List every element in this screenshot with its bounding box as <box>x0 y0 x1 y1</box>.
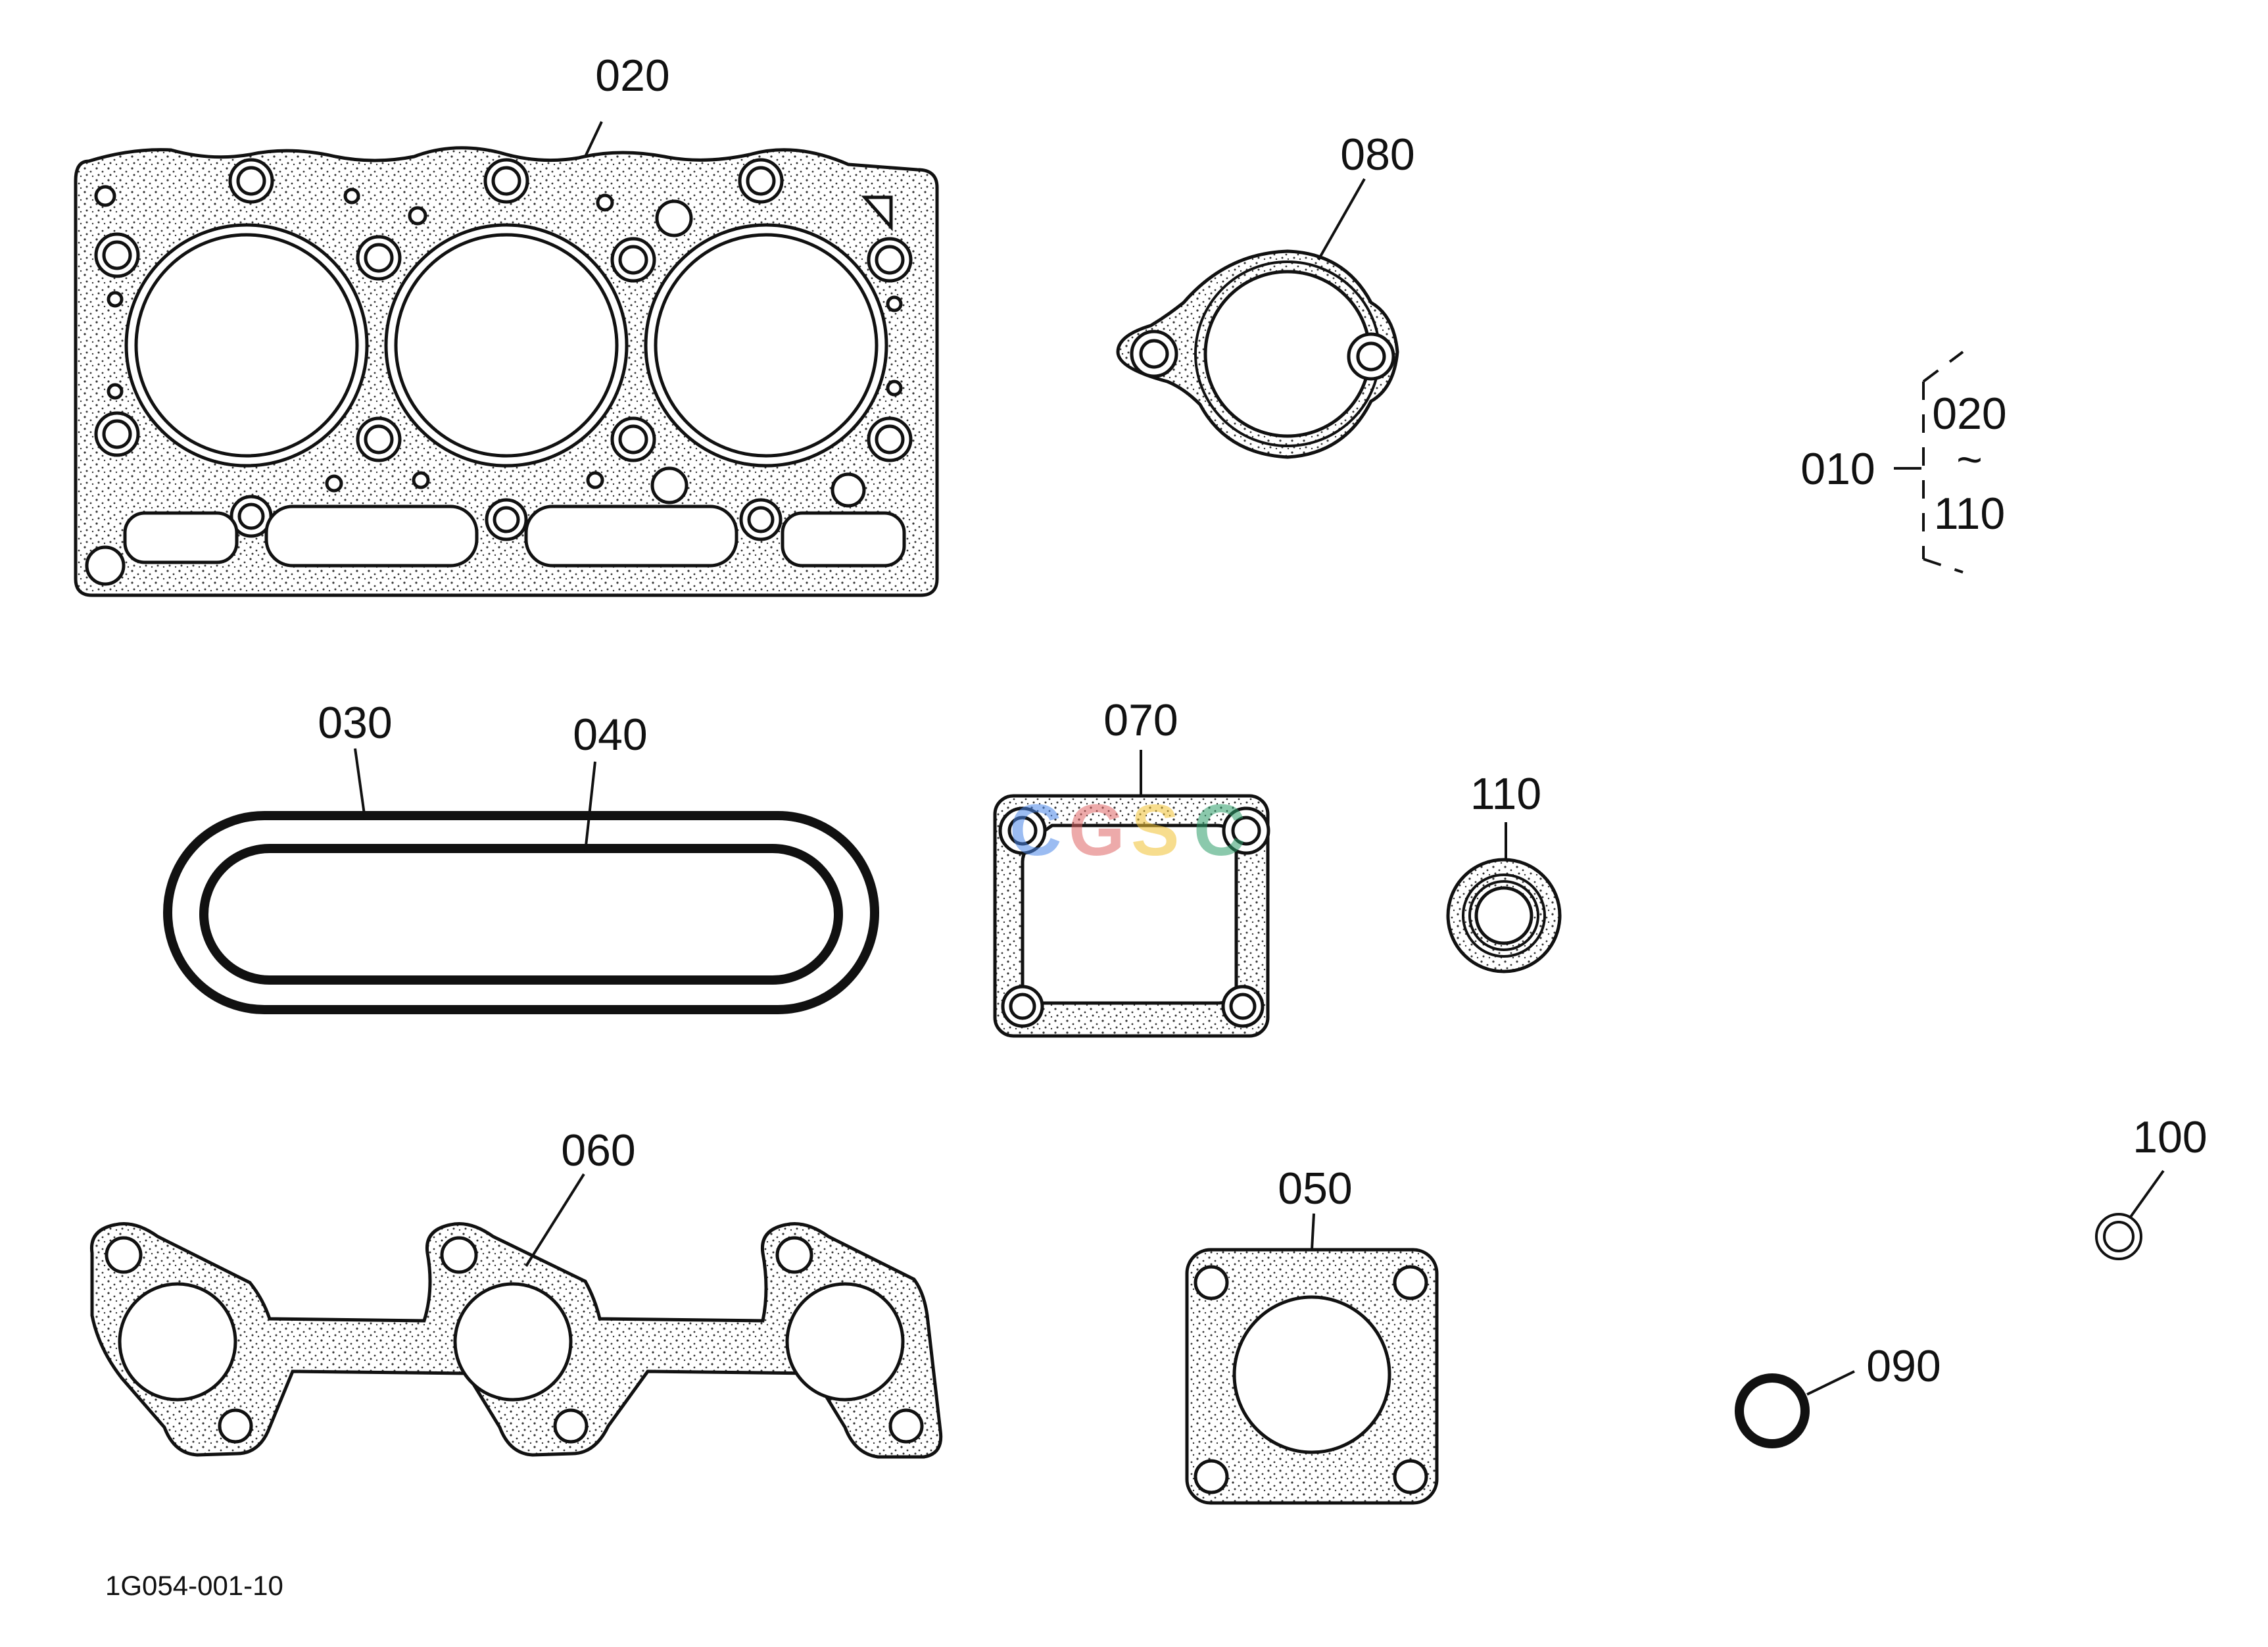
drawing-code: 1G054-001-10 <box>105 1570 283 1601</box>
kit-callout-010: 010 020 ~ 110 <box>1800 351 2007 574</box>
watermark-letter-2: G <box>1069 790 1125 871</box>
callout-070: 070 <box>1103 695 1178 745</box>
kit-range-tilde: ~ <box>1956 435 1983 485</box>
kit-range-to: 110 <box>1934 489 2005 539</box>
washer-100: 100 <box>2095 1112 2208 1260</box>
callout-010: 010 <box>1800 444 1875 494</box>
callout-030: 030 <box>318 698 392 748</box>
watermark-logo: C G S C <box>1009 790 1245 871</box>
flange-gasket-050: 050 <box>1185 1164 1439 1505</box>
callout-050: 050 <box>1278 1164 1352 1214</box>
callout-090: 090 <box>1866 1341 1941 1391</box>
watermark-letter-1: C <box>1009 790 1061 871</box>
callout-060: 060 <box>561 1125 635 1175</box>
cover-gasket-070: 070 <box>993 695 1270 1038</box>
o-ring-090: 090 <box>1735 1341 1941 1448</box>
watermark-letter-4: C <box>1194 790 1245 871</box>
kit-range-from: 020 <box>1932 389 2006 439</box>
seal-110: 110 <box>1446 769 1562 973</box>
callout-080: 080 <box>1340 130 1414 180</box>
callout-110: 110 <box>1470 769 1541 819</box>
callout-020: 020 <box>595 51 669 101</box>
watermark-letter-3: S <box>1131 790 1179 871</box>
cylinder-head-gasket-020: 020 <box>74 51 939 597</box>
thermostat-gasket-080: 080 <box>1116 130 1415 459</box>
callout-040: 040 <box>573 710 647 760</box>
exhaust-manifold-gasket-060: 060 <box>89 1125 943 1459</box>
callout-100: 100 <box>2133 1112 2207 1162</box>
rocker-cover-gaskets-030-040: 030 040 <box>163 698 879 1014</box>
